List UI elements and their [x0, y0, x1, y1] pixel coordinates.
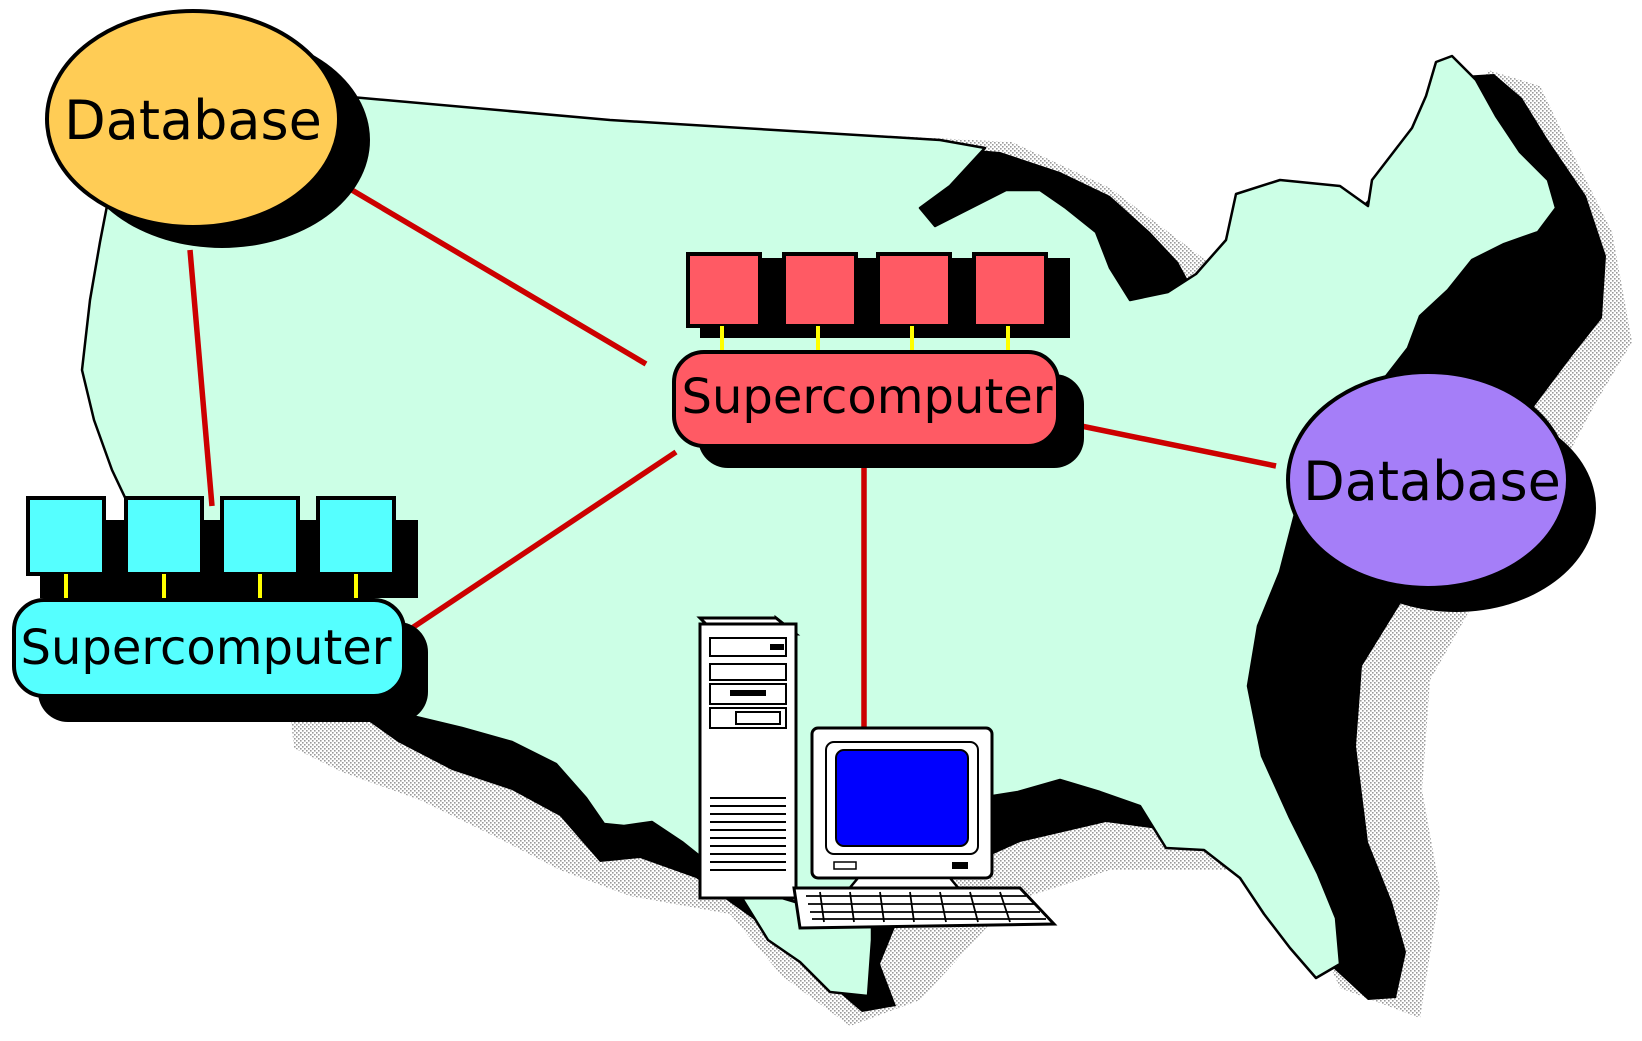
processor-module [686, 252, 762, 328]
database-west[interactable]: Database [45, 9, 370, 248]
link-dbwest-sccentral [316, 167, 648, 367]
supercomputer-central[interactable]: Supercomputer [672, 252, 1084, 468]
monitor-screen [835, 749, 969, 847]
monitor-button [952, 862, 968, 869]
supercomputer-west-box [12, 598, 406, 698]
link-sccentral-dbeast [1051, 417, 1277, 469]
supercomputer-west[interactable]: Supercomputer [12, 496, 428, 722]
database-east-label: Database [1303, 450, 1561, 513]
link-sccentral-scwest [398, 449, 678, 639]
tower-vents [710, 797, 786, 871]
link-dbwest-scwest [187, 249, 215, 507]
database-west-label: Database [64, 89, 322, 152]
monitor-button [833, 861, 857, 870]
keyboard [792, 886, 1058, 930]
processor-module [876, 252, 952, 328]
drive-slot [770, 644, 784, 650]
processor-module [26, 496, 106, 576]
tower-case [696, 614, 801, 905]
keyboard-base [792, 886, 1058, 930]
database-east-ellipse [1286, 370, 1570, 590]
module-connectors [720, 326, 1010, 354]
map-body [80, 54, 1558, 998]
processor-module [782, 252, 858, 328]
processor-module [124, 496, 204, 576]
processor-module [220, 496, 300, 576]
processor-module [316, 496, 396, 576]
processor-modules-central [686, 252, 1070, 354]
database-east[interactable]: Database [1286, 370, 1596, 612]
processor-modules-west [26, 496, 418, 602]
processor-module [972, 252, 1048, 328]
links [187, 167, 1277, 730]
drive-bay [709, 637, 787, 657]
module-connectors [64, 574, 358, 602]
monitor [810, 726, 994, 892]
supercomputer-central-label: Supercomputer [681, 369, 1052, 425]
power-button [735, 711, 781, 725]
supercomputer-west-label: Supercomputer [20, 620, 391, 676]
desktop-computer-icon[interactable] [696, 614, 1058, 930]
database-west-ellipse [45, 9, 341, 229]
us-map [80, 54, 1632, 1026]
keyboard-keys [806, 891, 1046, 923]
drive-slot [730, 690, 766, 696]
supercomputer-central-box [672, 350, 1060, 448]
drive-bay [709, 663, 787, 681]
